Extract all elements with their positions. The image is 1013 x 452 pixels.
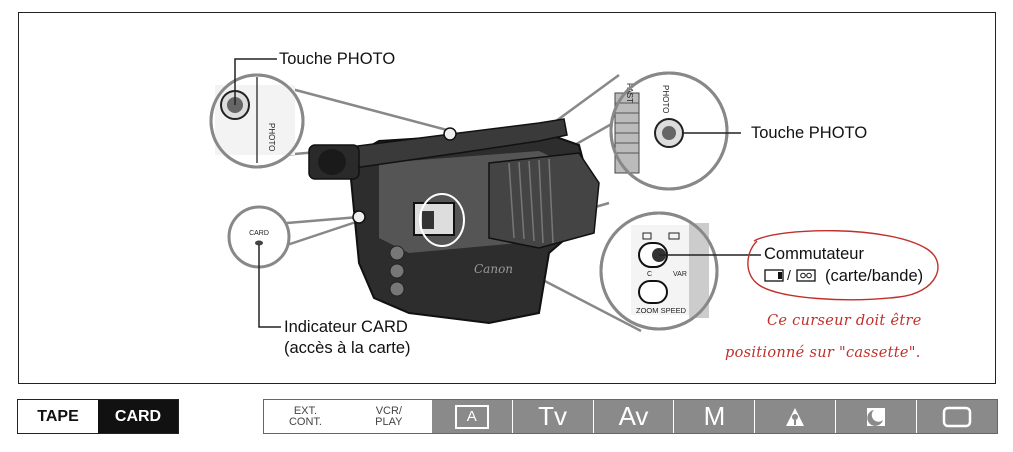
zoom-circle-photo-top: PHOTO xyxy=(209,73,305,169)
label-photo-right: Touche PHOTO xyxy=(751,124,868,142)
svg-text:/: / xyxy=(787,267,791,283)
var-label: VAR xyxy=(673,271,687,278)
ext-label: EXT. xyxy=(293,404,318,417)
cont-label: CONT. xyxy=(288,415,322,428)
zoom-speed-label: ZOOM SPEED xyxy=(636,306,687,315)
label-commutateur: Commutateur xyxy=(764,245,864,263)
vcr-label: VCR/ xyxy=(375,404,402,417)
mode-tv: Tv xyxy=(511,400,593,433)
mode-av: Av xyxy=(592,400,674,433)
spotlight-icon xyxy=(786,407,805,426)
frame-icon xyxy=(942,406,972,427)
mode-spotlight xyxy=(754,400,836,433)
media-switch: TAPE CARD xyxy=(17,399,179,434)
label-carte-bande: (carte/bande) xyxy=(825,267,924,285)
mode-strip: EXT.CONT. VCR/PLAY A Tv Av M xyxy=(263,399,998,434)
mode-m: M xyxy=(673,400,755,433)
mode-vcr-play: VCR/PLAY xyxy=(346,400,431,433)
photo-vertical-text-right: PHOTO xyxy=(661,85,670,113)
handwritten-note-line2: positionné sur "cassette". xyxy=(725,345,921,361)
label-acces-carte: (accès à la carte) xyxy=(284,339,411,357)
photo-vertical-text: PHOTO xyxy=(267,123,276,151)
zoom-circle-photo-right: PHOTO FAST xyxy=(609,71,729,191)
canon-logo: Canon xyxy=(474,262,513,276)
label-indicateur-card: Indicateur CARD xyxy=(284,318,408,336)
camcorder-body: Canon xyxy=(308,118,600,325)
camcorder-illustration: Canon PHOTO PHOTO FAST xyxy=(209,58,939,333)
mode-frame xyxy=(916,400,998,433)
highlight-ellipse xyxy=(747,230,939,301)
card-tape-icons: / xyxy=(764,267,816,283)
mode-ext-cont: EXT.CONT. xyxy=(264,400,347,433)
fast-vertical-text: FAST xyxy=(625,83,634,103)
night-moon-icon xyxy=(867,407,886,426)
tape-mode: TAPE xyxy=(18,400,98,433)
handwritten-note-line1: Ce curseur doit être xyxy=(767,313,922,329)
camcorder-figure: Canon PHOTO PHOTO FAST xyxy=(18,12,996,384)
card-led-text: CARD xyxy=(249,230,269,237)
zoom-circle-switch: C VAR ZOOM SPEED xyxy=(599,211,719,331)
auto-mode-icon: A xyxy=(454,404,489,429)
mode-auto: A xyxy=(430,400,512,433)
mode-night xyxy=(835,400,917,433)
play-label: PLAY xyxy=(375,415,403,428)
c-label: C xyxy=(647,271,652,278)
label-photo-top: Touche PHOTO xyxy=(279,50,396,68)
card-mode: CARD xyxy=(98,400,178,433)
